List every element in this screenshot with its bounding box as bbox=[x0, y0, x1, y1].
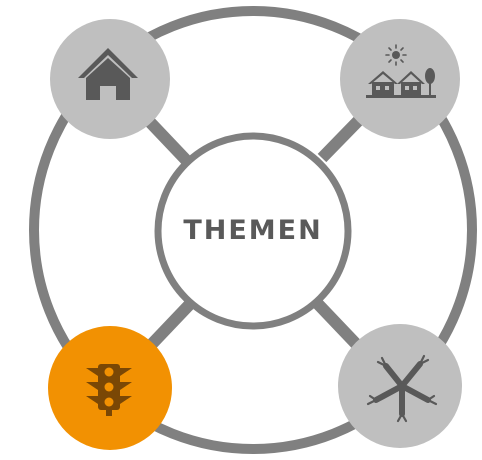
topic-node-village[interactable] bbox=[340, 19, 460, 139]
joined-hands-icon bbox=[366, 354, 438, 423]
house-icon bbox=[78, 48, 138, 100]
traffic-light-icon bbox=[86, 364, 132, 416]
topic-node-traffic[interactable] bbox=[48, 326, 172, 450]
outer-ring bbox=[29, 6, 477, 454]
topic-node-community[interactable] bbox=[338, 324, 462, 448]
village-sun-icon bbox=[366, 44, 436, 98]
center-circle bbox=[154, 132, 352, 330]
topic-node-home[interactable] bbox=[50, 19, 170, 139]
